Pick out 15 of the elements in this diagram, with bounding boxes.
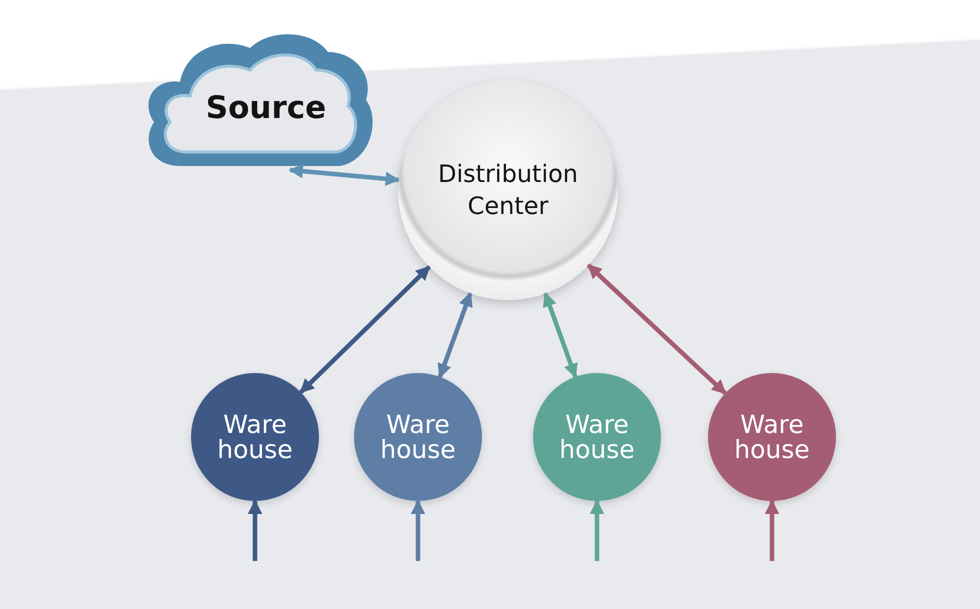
- warehouse-label: Ware house: [216, 412, 294, 462]
- arrow: [590, 500, 604, 561]
- arrow: [410, 500, 426, 561]
- arrow: [764, 500, 780, 561]
- warehouse-label: Ware house: [733, 412, 811, 462]
- source-label: Source: [206, 90, 326, 126]
- arrow: [586, 264, 727, 395]
- node-label: Distribution Center: [436, 158, 579, 222]
- arrow: [542, 292, 578, 378]
- arrow: [438, 292, 473, 378]
- warehouse-label: Ware house: [379, 412, 457, 462]
- arrow: [248, 500, 262, 561]
- warehouse-label: Ware house: [558, 412, 636, 462]
- arrow: [288, 164, 400, 186]
- arrow: [299, 265, 431, 394]
